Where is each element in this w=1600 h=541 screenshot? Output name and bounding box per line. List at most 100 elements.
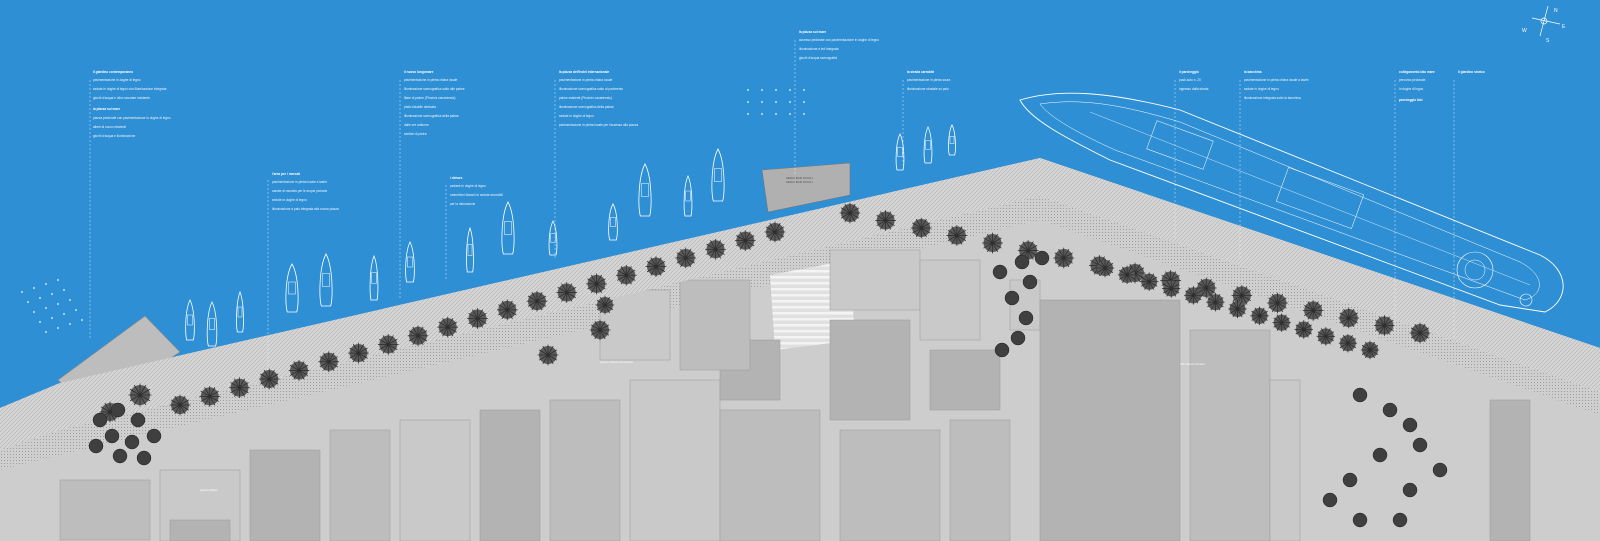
annotation-item: giochi d'acqua e ulivo secolare esistent… [93,96,150,101]
palm-tree-icon [1162,279,1181,298]
palm-tree-icon [764,221,786,243]
palm-tree-icon [1184,286,1203,305]
palm-tree-icon [1095,258,1115,278]
palm-tree-icon [288,360,310,381]
water-marker [747,89,749,91]
boat-icon [206,301,218,347]
boat-icon [319,253,333,307]
boat-cabin [371,272,377,284]
annotation-item: palme esistenti (Phoenix canariensis) [559,96,612,101]
boat-cabin [641,183,649,197]
round-tree-icon [1432,462,1448,478]
palm-tree-icon [586,273,607,295]
palm-tree-icon [467,308,488,329]
boat-icon [548,220,558,256]
palm-tree-icon [1360,340,1380,360]
water-marker [803,113,805,115]
promenade-walk [0,196,1600,470]
palm-tree-icon [675,247,697,269]
water-marker [63,289,65,291]
round-tree-icon [88,438,104,454]
round-tree-icon [1392,512,1408,528]
buildings [0,158,1600,541]
boat-cabin [209,318,215,330]
palm-tree-icon [128,383,152,407]
boat-cabin [610,217,616,227]
annotation-title: la strada carrabile [907,70,935,74]
annotation-item: sedute in doghe di legno con illuminazio… [93,87,167,92]
boat-icon [711,148,725,202]
boat-cabin [288,281,296,295]
annotation-item: illuminazione scenografica della palma [559,105,614,110]
round-tree-icon [1014,254,1030,270]
annotation-item: in doghe di legno [1399,87,1424,92]
boat-cabin [925,140,931,150]
palm-tree-icon [839,202,861,224]
annotation-item: illuminazione a led integrata [799,47,839,52]
building [919,259,981,341]
compass-w: W [1522,28,1527,34]
water-marker [75,309,77,311]
annotation-title: parcheggio bici [1399,98,1423,103]
annotation-item: pedane in doghe di legno [450,184,486,189]
water-marker [803,101,805,103]
water-marker [51,293,53,295]
round-tree-icon [1010,330,1026,346]
palm-trees [99,202,1431,423]
water-marker [803,89,805,91]
annotation-item: illuminazione integrata sotto la banchin… [1244,96,1301,101]
annotation-item: illuminazione scenografica della palma [404,114,459,119]
round-tree-icon [136,450,152,466]
water-marker [789,89,791,91]
street-label: piazza Martiri [200,488,218,492]
leader-lines [89,40,1455,370]
palm-tree-icon [645,256,667,277]
palm-tree-icon [1272,313,1291,332]
boat-cabin [685,190,691,202]
water-markers [21,89,805,333]
annotation-dehors: i dehors pedane in doghe di legno ombrel… [450,176,503,211]
annotation-item: sedute in doghe di legno [272,198,307,203]
annotation-item: pavimentazione in pietra chiara locale [404,78,458,83]
palm-tree-icon [595,295,615,315]
round-tree-icon [1352,512,1368,528]
round-tree-icon [1352,387,1368,403]
boat-icon [405,241,415,283]
street-label: piazza Vittorio Emanuele [600,360,634,364]
palm-tree-icon [199,386,221,407]
water-marker [775,89,777,91]
annotation-mercati: l'area per i mercati pavimentazione in p… [272,172,339,216]
annotation-item: sedute in doghe di legno [559,114,594,119]
compass-icon [1531,5,1561,37]
annotation-item: filare di palme (Phoenix canariensis) [404,96,456,101]
palm-tree-icon [229,377,250,399]
boat-icon [608,203,618,241]
building [1269,379,1301,541]
annotation-item: pavimentazione in pietra locale per l'ac… [559,123,639,128]
building [399,419,471,541]
building [329,429,391,541]
building [679,279,751,371]
annotation-banchina: la banchina pavimentazione in pietra chi… [1244,70,1309,105]
boat-icon [638,163,652,217]
palm-tree-icon [348,342,369,364]
water-marker [45,283,47,285]
building [169,519,231,541]
palm-tree-icon [437,316,459,338]
palm-tree-icon [946,225,968,246]
water-marker [81,319,83,321]
annotation-title: il giardino storico [1458,70,1485,74]
annotation-title: la piazza dell'hotel internazionale [559,70,610,74]
boat-icon [466,226,474,273]
palm-tree-icon [1267,292,1288,314]
annotation-item: sedute in doghe di legno [1244,87,1279,92]
boat-cabin [467,244,473,256]
water-marker [51,317,53,319]
palm-tree-icon [1053,247,1075,269]
annotation-item: illuminazione scenografica sotto al pavi… [559,87,624,92]
annotation-item: illuminazione scenografica sotto alle pa… [404,87,465,92]
round-tree-icon [92,412,108,428]
water-marker [69,299,71,301]
water-marker [39,321,41,323]
annotation-title: il nuovo lungomare [404,70,434,74]
